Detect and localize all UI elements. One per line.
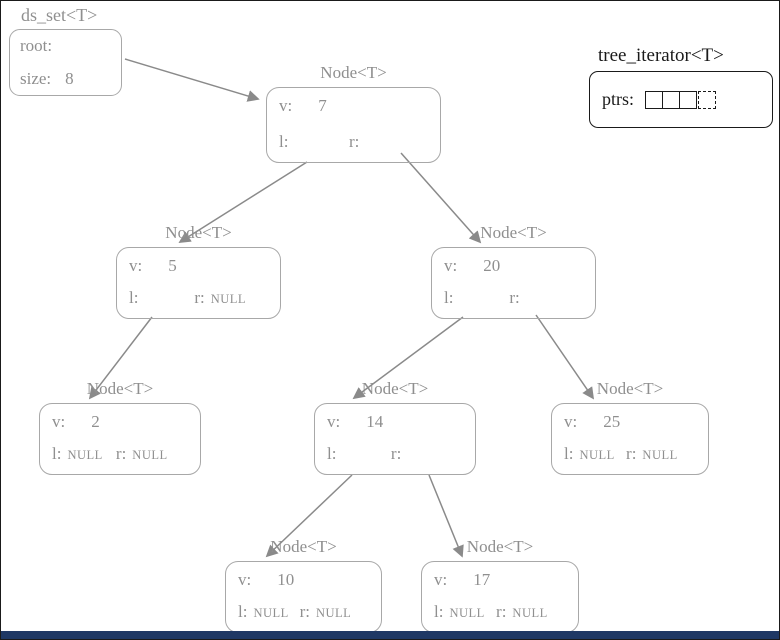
node-type-label: Node<T> bbox=[596, 379, 664, 398]
l-value: NULL bbox=[579, 448, 615, 462]
l-label: l: bbox=[279, 132, 289, 151]
r-label: r: bbox=[194, 288, 205, 307]
root-label: root: bbox=[20, 36, 53, 55]
r-value: NULL bbox=[210, 292, 247, 306]
pointer-row: l: NULL r: NULL bbox=[52, 444, 188, 464]
node-box: v: 20 l: r: bbox=[431, 247, 596, 319]
value-row: v: 2 bbox=[52, 412, 188, 432]
ds-set-title: ds_set<T> bbox=[21, 5, 98, 25]
r-label: r: bbox=[349, 132, 360, 151]
value-row: v: 14 bbox=[327, 412, 463, 432]
r-value: NULL bbox=[642, 448, 678, 462]
node-box: v: 2 l: NULL r: NULL bbox=[39, 403, 201, 475]
node-type-label: Node<T> bbox=[361, 379, 429, 398]
value-row: v: 20 bbox=[444, 256, 583, 276]
v-value: 2 bbox=[91, 412, 100, 431]
tree-node-25: Node<T> v: 25 l: NULL r: NULL bbox=[551, 379, 709, 475]
v-label: v: bbox=[279, 96, 293, 115]
r-label: r: bbox=[390, 444, 402, 463]
l-label: l: bbox=[129, 288, 139, 307]
pointer-row: l: r: bbox=[279, 132, 428, 152]
pointer-row: l: NULL r: NULL bbox=[564, 444, 696, 464]
node-box: v: 14 l: r: bbox=[314, 403, 476, 475]
tree-node-2: Node<T> v: 2 l: NULL r: NULL bbox=[39, 379, 201, 475]
v-value: 20 bbox=[483, 256, 501, 275]
tree-node-7: Node<T> v: 7 l: r: bbox=[266, 63, 441, 163]
l-label: l: bbox=[444, 288, 454, 307]
pointer-row: l: NULL r: NULL bbox=[238, 602, 369, 622]
v-value: 17 bbox=[473, 570, 491, 589]
r-value: NULL bbox=[512, 606, 548, 620]
node-box: v: 25 l: NULL r: NULL bbox=[551, 403, 709, 475]
tree-node-17: Node<T> v: 17 l: NULL r: NULL bbox=[421, 537, 579, 633]
pointer-row: l: r: NULL bbox=[129, 288, 268, 308]
r-value: NULL bbox=[132, 448, 168, 462]
value-row: v: 10 bbox=[238, 570, 369, 590]
v-value: 14 bbox=[366, 412, 384, 431]
node-type-label: Node<T> bbox=[466, 537, 534, 556]
l-value: NULL bbox=[253, 606, 289, 620]
size-value: 8 bbox=[65, 69, 74, 88]
pointer-row: l: r: bbox=[444, 288, 583, 308]
tree-iterator-box: ptrs: bbox=[589, 71, 773, 128]
v-label: v: bbox=[434, 570, 448, 589]
l-label: l: bbox=[238, 602, 248, 621]
r-label: r: bbox=[509, 288, 520, 307]
value-row: v: 7 bbox=[279, 96, 428, 116]
node-type-label: Node<T> bbox=[320, 63, 387, 82]
l-label: l: bbox=[327, 444, 337, 463]
ptr-cell-dashed bbox=[698, 90, 717, 109]
r-label: r: bbox=[626, 444, 637, 463]
ds-set-box: root: size: 8 bbox=[9, 29, 122, 96]
tree-node-5: Node<T> v: 5 l: r: NULL bbox=[116, 223, 281, 319]
r-value: NULL bbox=[315, 606, 352, 620]
size-label: size: bbox=[20, 69, 52, 88]
l-value: NULL bbox=[67, 448, 103, 462]
v-value: 10 bbox=[277, 570, 295, 589]
value-row: v: 25 bbox=[564, 412, 696, 432]
tree-node-20: Node<T> v: 20 l: r: bbox=[431, 223, 596, 319]
l-label: l: bbox=[434, 602, 444, 621]
node-box: v: 17 l: NULL r: NULL bbox=[421, 561, 579, 633]
ptr-cell bbox=[679, 90, 698, 109]
r-label: r: bbox=[299, 602, 310, 621]
v-value: 5 bbox=[168, 256, 177, 275]
node-box: v: 7 l: r: bbox=[266, 87, 441, 163]
node-type-label: Node<T> bbox=[86, 379, 154, 398]
pointer-row: l: r: bbox=[327, 444, 463, 464]
bottom-accent-bar bbox=[1, 631, 779, 639]
r-label: r: bbox=[496, 602, 507, 621]
r-label: r: bbox=[115, 444, 127, 463]
tree-node-10: Node<T> v: 10 l: NULL r: NULL bbox=[225, 537, 382, 633]
v-label: v: bbox=[444, 256, 458, 275]
tree-iterator-title: tree_iterator<T> bbox=[598, 45, 724, 66]
ptr-cell bbox=[662, 90, 681, 109]
root-row: root: bbox=[20, 36, 111, 56]
pointer-row: l: NULL r: NULL bbox=[434, 602, 566, 622]
v-label: v: bbox=[327, 412, 341, 431]
v-label: v: bbox=[52, 412, 66, 431]
v-value: 25 bbox=[603, 412, 621, 431]
node-type-label: Node<T> bbox=[480, 223, 547, 242]
size-row: size: 8 bbox=[20, 69, 111, 89]
node-type-label: Node<T> bbox=[270, 537, 337, 556]
v-label: v: bbox=[238, 570, 252, 589]
node-type-label: Node<T> bbox=[165, 223, 232, 242]
ptr-cell bbox=[645, 90, 664, 109]
ptrs-array bbox=[645, 90, 717, 109]
node-box: v: 10 l: NULL r: NULL bbox=[225, 561, 382, 633]
value-row: v: 5 bbox=[129, 256, 268, 276]
l-value: NULL bbox=[449, 606, 485, 620]
tree-node-14: Node<T> v: 14 l: r: bbox=[314, 379, 476, 475]
edge-root-to-7 bbox=[124, 58, 260, 102]
ptrs-label: ptrs: bbox=[602, 89, 635, 109]
v-label: v: bbox=[129, 256, 143, 275]
v-label: v: bbox=[564, 412, 578, 431]
value-row: v: 17 bbox=[434, 570, 566, 590]
v-value: 7 bbox=[318, 96, 327, 115]
node-box: v: 5 l: r: NULL bbox=[116, 247, 281, 319]
l-label: l: bbox=[564, 444, 574, 463]
l-label: l: bbox=[52, 444, 62, 463]
